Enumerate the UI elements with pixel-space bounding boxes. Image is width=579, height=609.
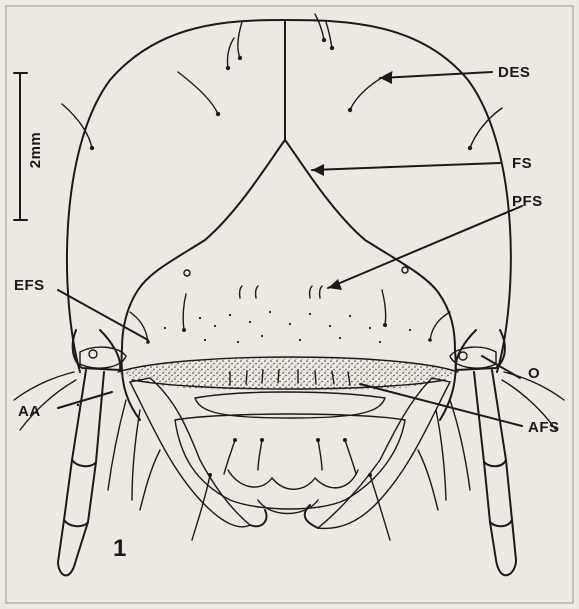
figure-number: 1 bbox=[113, 535, 126, 562]
frontal-setae bbox=[130, 286, 450, 344]
left-ocellus bbox=[89, 350, 97, 358]
label-des: DES bbox=[498, 64, 530, 81]
right-ocellus bbox=[459, 352, 467, 360]
right-pore-mark bbox=[402, 267, 408, 273]
label-efs: EFS bbox=[14, 277, 45, 294]
frons-punctures bbox=[164, 311, 411, 343]
scale-bar-label: 2mm bbox=[27, 132, 44, 169]
right-antenna bbox=[450, 330, 516, 575]
scale-bar: 2mm bbox=[14, 73, 44, 220]
dorsal-setae bbox=[62, 14, 502, 150]
label-aa: AA bbox=[18, 403, 41, 420]
left-pore-mark bbox=[184, 270, 190, 276]
labium bbox=[228, 470, 358, 489]
mouthparts-region bbox=[175, 414, 405, 509]
left-mandible bbox=[130, 378, 250, 527]
head-outline bbox=[67, 20, 511, 372]
label-pfs: PFS bbox=[512, 193, 543, 210]
label-fs: FS bbox=[512, 155, 532, 172]
label-o: O bbox=[528, 365, 540, 382]
frontal-suture bbox=[122, 140, 285, 348]
label-afs: AFS bbox=[528, 419, 560, 436]
